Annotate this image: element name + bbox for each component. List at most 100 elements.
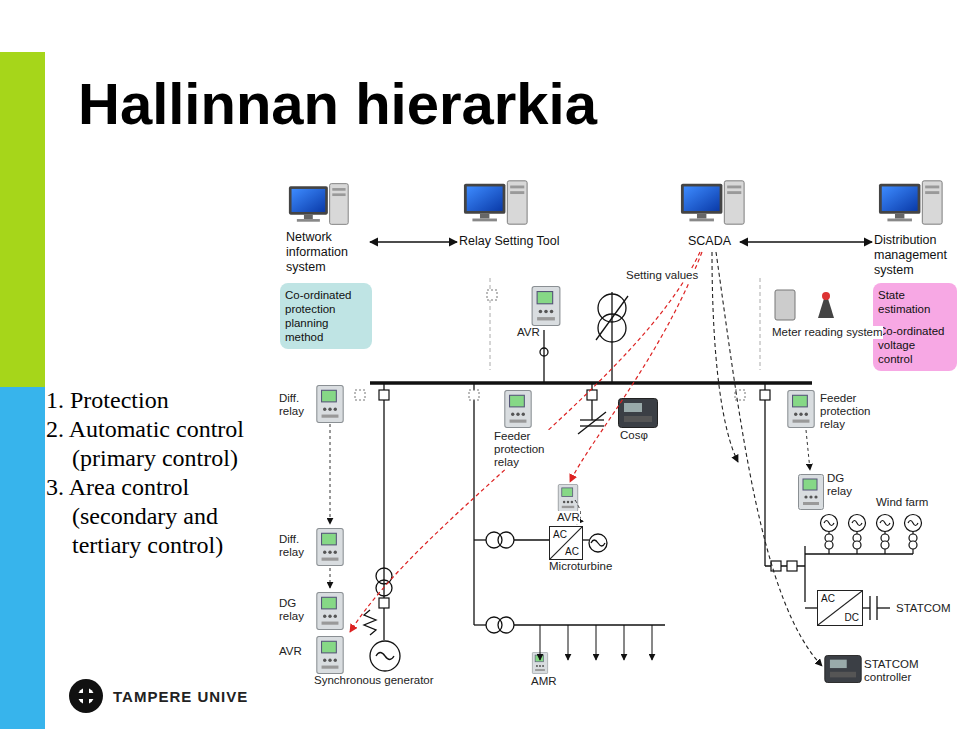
part-label: AVR [517,326,540,339]
system-label: SCADA [688,234,738,249]
breaker [379,390,389,400]
network-wires [376,653,394,660]
breaker [787,561,797,571]
node-text: SCADA [688,234,738,249]
network-wires [514,624,665,625]
meter-icon [818,292,834,318]
setpoint-signal [712,252,822,666]
setpoint-signal [716,252,822,666]
wind-generator [821,515,838,532]
converter-box: ACDC [817,590,863,626]
relay-icon [558,484,577,511]
network-wires [514,539,549,540]
node-text: State estimation [878,288,952,316]
relay-icon [317,386,343,423]
university-logo [83,680,89,712]
network-wires [364,610,376,635]
network-wires [596,296,628,340]
converter-diagonal [550,527,582,559]
network-wires [580,419,604,420]
part-label: Feeder protection relay [494,430,554,469]
network-wires [540,348,548,356]
control-signal [350,252,702,632]
wind-generator [877,515,894,532]
load-arrow [652,625,653,660]
network-wires [863,607,870,608]
setpoint-signal [712,252,738,462]
network-wires [474,624,486,625]
controller-device [619,399,862,683]
separator-line [760,278,761,370]
node-text: Network information system [286,230,368,275]
side-bands [0,387,45,729]
dashed-breaker [487,290,497,300]
network-wires [805,607,817,608]
wind-generator [821,515,922,555]
relay-icon [788,391,814,428]
load-arrow [624,625,625,660]
method-box: State estimationCo-ordinated voltage con… [873,283,957,371]
part-label: STATCOM [896,602,951,615]
busbar [370,381,812,385]
network-wires [474,539,486,540]
part-label: Wind farm [876,496,928,509]
node-text: Co-ordinated voltage control [878,324,952,366]
part-label: Setting values [626,269,698,282]
wind-generator [909,541,917,549]
system-label: Distribution management system [874,233,958,278]
part-label: DG relay [827,472,861,498]
network-wires [869,596,870,620]
part-label: AMR [531,675,557,688]
system-label: Relay Setting Tool [459,234,577,249]
dashed-breaker [355,390,365,400]
logo-text: TAMPERE UNIVE [113,688,248,706]
load-arrow [540,625,541,660]
part-label: DG relay [279,597,313,623]
separator-line [490,278,760,370]
relay-icon [317,593,343,630]
wind-generator [853,541,861,549]
relay-signal [330,424,331,524]
system-label: Network information system [286,230,368,275]
network-wires [364,292,913,671]
network-wires [580,425,604,426]
dashed-breaker [355,290,745,400]
computer-icon [289,181,942,225]
node-text: Relay Setting Tool [459,234,577,249]
meter-icon [775,290,834,320]
part-label: Meter reading system [772,326,883,339]
network-wires [370,641,400,671]
converter-diagonal [818,591,862,625]
part-label: Synchronous generator [314,674,434,687]
relay-icon [799,475,824,510]
breaker [771,561,781,571]
load-arrow [596,625,597,660]
network-wires [498,532,514,548]
university-logo [69,679,103,713]
part-label: Feeder protection relay [820,392,870,431]
side-bands [0,52,45,729]
part-label: Cosφ [620,429,648,442]
connector-arrow [740,241,872,242]
part-label: Diff. relay [279,533,313,559]
network-wires [589,534,607,552]
wind-generator [908,521,918,526]
dashed-breaker [469,390,479,400]
breaker [379,390,797,608]
converter-box: ACAC [549,526,583,560]
network-wires [805,553,913,554]
busbar [370,381,812,385]
wind-generator [825,541,833,549]
control-signal [570,252,702,482]
breaker [587,390,597,400]
control-signal [350,252,700,632]
node-text: DC [845,612,859,623]
node-text: AC [553,529,567,540]
connector-arrow [370,241,457,242]
node-text: Distribution management system [874,233,958,278]
breaker [760,390,770,400]
network-wires [498,617,514,633]
meter-icon [775,290,795,320]
list-item: 3. Area control (secondary and tertiary … [46,473,276,560]
university-logo [69,679,103,713]
